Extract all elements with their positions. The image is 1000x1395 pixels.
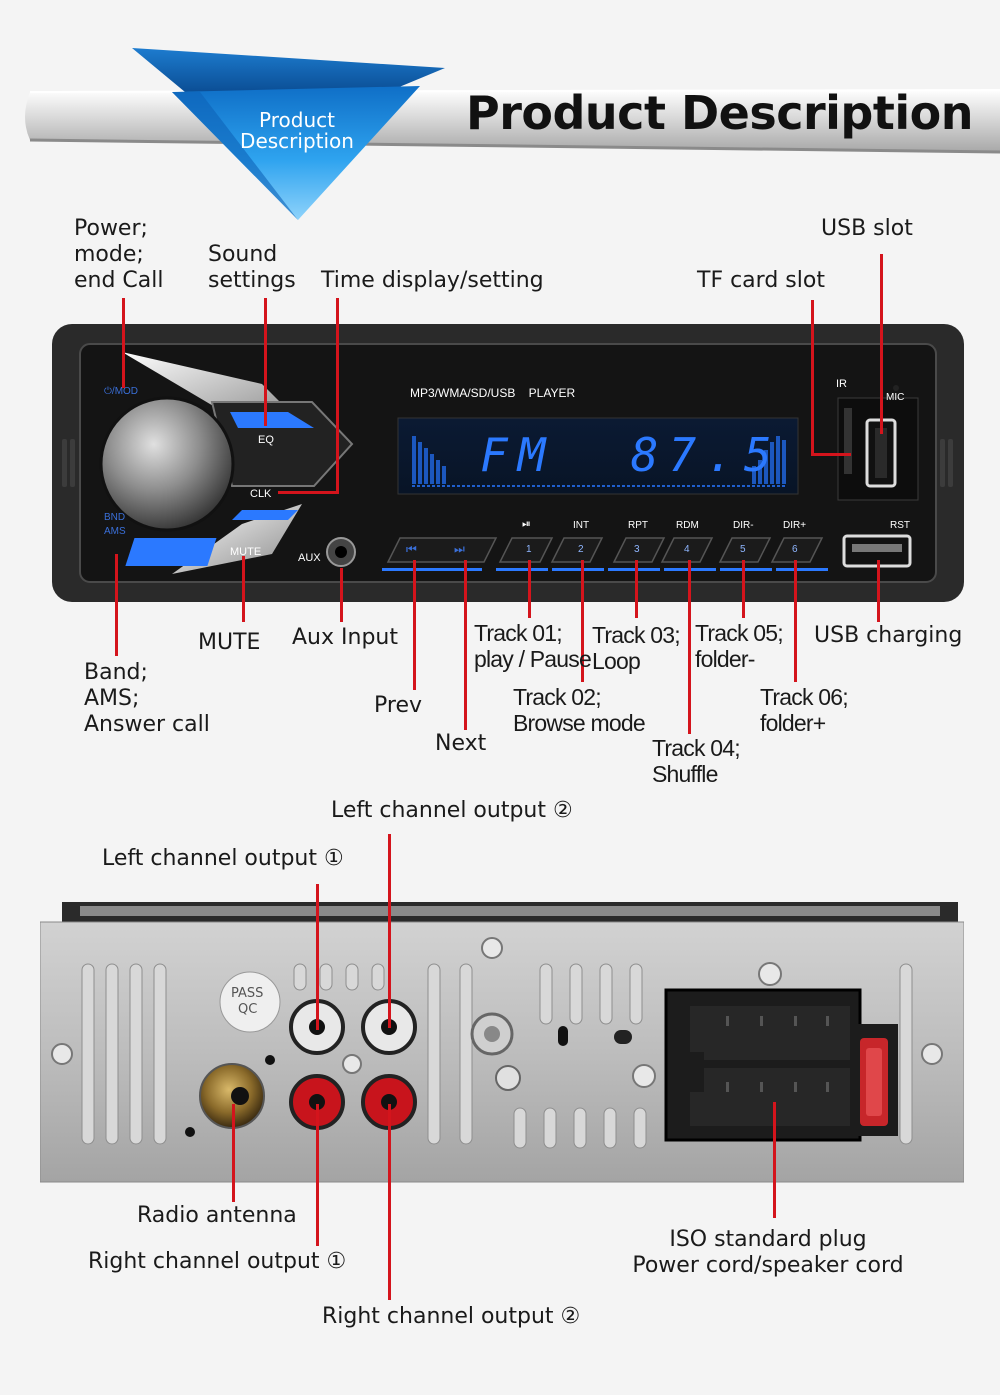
leader-right2 [388, 1104, 391, 1300]
back-panel-body [40, 902, 964, 1183]
label-band: Band; AMS; Answer call [84, 660, 210, 737]
label-right1: Right channel output ① [88, 1249, 347, 1274]
mute-button[interactable]: MUTE [230, 546, 262, 558]
leader-t02 [581, 560, 584, 682]
btn4-top-label: RDM [676, 520, 699, 531]
leader-usb-slot [880, 254, 883, 434]
label-next: Next [435, 731, 487, 756]
button-2[interactable]: 2 [578, 544, 584, 555]
leader-t03 [635, 560, 638, 618]
label-track03: Track 03; Loop [592, 622, 681, 674]
leader-band [115, 554, 118, 656]
leader-iso [773, 1102, 776, 1218]
leader-time-h [278, 491, 338, 494]
leader-power [122, 298, 125, 388]
aux-label: AUX [298, 552, 321, 564]
bnd-label: BND [104, 512, 126, 523]
label-radio: Radio antenna [137, 1203, 297, 1228]
label-power: Power; mode; end Call [74, 216, 164, 293]
label-mute: MUTE [198, 630, 261, 655]
label-usb-slot: USB slot [821, 216, 913, 241]
leader-next [464, 560, 467, 730]
leader-left2 [388, 834, 391, 1028]
page-title: Product Description [466, 86, 973, 140]
label-aux: Aux Input [292, 625, 398, 650]
label-track05: Track 05; folder- [695, 620, 784, 672]
label-sound: Sound settings [208, 242, 296, 293]
front-panel-body [52, 324, 964, 602]
label-track01: Track 01; play / Pause [474, 620, 592, 672]
leader-prev [413, 560, 416, 690]
eq-label[interactable]: EQ [258, 434, 274, 446]
label-tf-slot: TF card slot [697, 268, 825, 293]
rst-label: RST [890, 520, 910, 531]
lcd-display: FM 87.5 [480, 428, 782, 482]
button-3[interactable]: 3 [634, 544, 640, 555]
leader-t05 [742, 560, 745, 618]
label-prev: Prev [374, 693, 422, 718]
label-track02: Track 02; Browse mode [513, 684, 646, 736]
button-4[interactable]: 4 [684, 544, 690, 555]
label-time: Time display/setting [321, 268, 544, 293]
label-track06: Track 06; folder+ [760, 684, 849, 736]
label-usb-charging: USB charging [814, 623, 963, 648]
qc-label: QC [238, 1002, 258, 1017]
btn2-top-label: INT [573, 520, 590, 531]
leader-t01 [528, 560, 531, 618]
leader-sound [264, 298, 267, 426]
leader-tf-v [811, 300, 814, 455]
banner-graphic [25, 48, 1000, 220]
banner-tag: Product Description [240, 108, 354, 153]
button-1[interactable]: 1 [526, 544, 532, 555]
label-left2: Left channel output ② [331, 798, 573, 823]
prev-button[interactable]: ⏮ [406, 542, 417, 556]
leader-aux [340, 568, 343, 622]
back-panel: PASS QC [40, 902, 964, 1184]
leader-usb-charging [877, 560, 880, 622]
leader-radio [232, 1104, 235, 1202]
btn5-top-label: DIR- [733, 520, 754, 531]
clk-label[interactable]: CLK [250, 488, 272, 500]
leader-mute [242, 556, 245, 622]
button-6[interactable]: 6 [792, 544, 798, 555]
label-track04: Track 04; Shuffle [652, 735, 741, 787]
leader-right1 [316, 1104, 319, 1246]
btn6-top-label: DIR+ [783, 520, 807, 531]
leader-left1 [316, 884, 319, 1030]
leader-t04 [688, 560, 691, 734]
label-right2: Right channel output ② [322, 1304, 581, 1329]
mod-label: ⏻/MOD [104, 386, 139, 397]
button-5[interactable]: 5 [740, 544, 746, 555]
pass-label: PASS [231, 986, 264, 1001]
banner: Product Description Product Description [0, 0, 1000, 220]
btn3-top-label: RPT [628, 520, 648, 531]
leader-t06 [794, 560, 797, 682]
model-text: MP3/WMA/SD/USB PLAYER [410, 386, 576, 400]
front-panel: ⏻/MOD EQ CLK MUTE BND AMS AUX MP3/WMA/SD… [52, 324, 964, 602]
ir-label: IR [836, 378, 847, 390]
next-button[interactable]: ⏭ [454, 542, 465, 556]
label-left1: Left channel output ① [102, 846, 344, 871]
leader-tf-h [811, 453, 851, 456]
ams-label: AMS [104, 526, 126, 537]
btn1-top-label: ⏯ [522, 518, 531, 530]
mic-label: MIC [886, 392, 905, 403]
leader-time-v [336, 298, 339, 494]
label-iso: ISO standard plug Power cord/speaker cor… [632, 1227, 904, 1278]
